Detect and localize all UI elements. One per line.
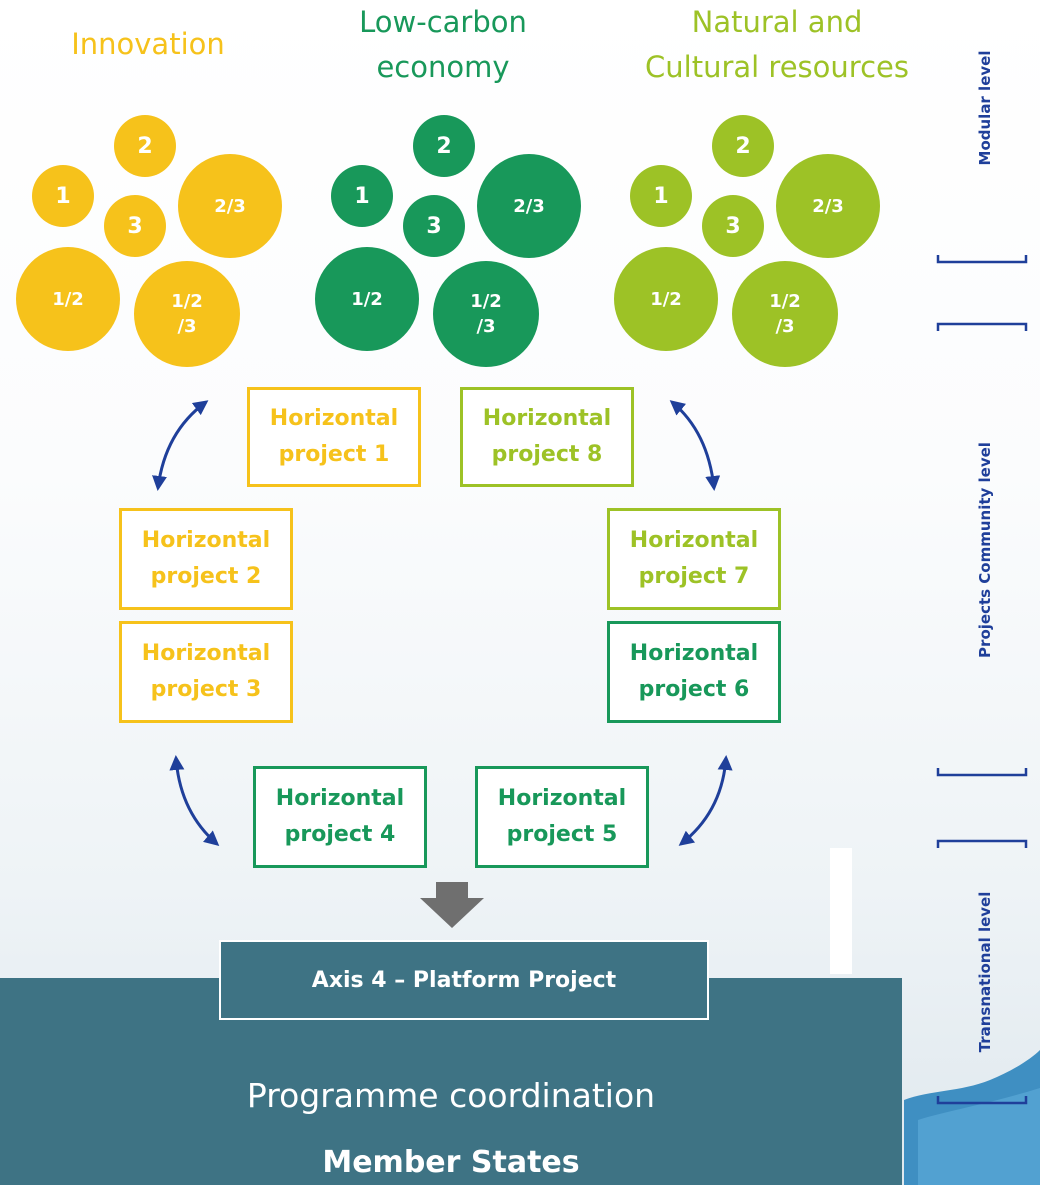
natural-circle-2-3: 2/3 [776,154,880,258]
horizontal-project-3: Horizontal project 3 [119,621,293,723]
decorative-blue-patch-light [918,1088,1040,1185]
innovation-circle-3: 3 [104,195,166,257]
horizontal-project-7: Horizontal project 7 [607,508,781,610]
natural-circle-1-2: 1/2 [614,247,718,351]
double-arrow-bottom-left [169,755,220,846]
double-arrow-bottom-right [678,755,733,846]
theme-title-low-carbon: Low-carbon economy [359,5,527,84]
double-arrow-top-left [152,400,209,491]
member-states: Member States [322,1145,580,1180]
innovation-circle-1-2: 1/2 [16,247,120,351]
axis-4-platform-label: Axis 4 – Platform Project [311,967,617,993]
natural-circle-2: 2 [712,115,774,177]
bracket-modular-bottom [936,255,1028,264]
double-arrow-top-right [669,400,721,491]
axis-4-platform-box: Axis 4 – Platform Project [219,940,709,1020]
level-label-modular: Modular level [976,50,994,166]
bracket-transnational-bottom [936,1096,1028,1105]
low-carbon-circle-2-3: 2/3 [477,154,581,258]
horizontal-project-1: Horizontal project 1 [247,387,421,487]
low-carbon-circle-1: 1 [331,165,393,227]
down-arrow-icon [420,882,484,928]
horizontal-project-2: Horizontal project 2 [119,508,293,610]
bracket-transnational-top [936,839,1028,848]
innovation-circle-2: 2 [114,115,176,177]
bracket-community-top [936,322,1028,331]
natural-circle-1-2-3: 1/2 /3 [732,261,838,367]
white-column [830,848,852,974]
low-carbon-circle-2: 2 [413,115,475,177]
programme-coordination: Programme coordination [246,1076,656,1115]
level-label-transnational: Transnational level [976,891,994,1053]
theme-title-natural: Natural and Cultural resources [645,5,909,84]
bracket-community-bottom [936,768,1028,777]
horizontal-project-4: Horizontal project 4 [253,766,427,868]
innovation-circle-1-2-3: 1/2 /3 [134,261,240,367]
horizontal-project-6: Horizontal project 6 [607,621,781,723]
horizontal-project-5: Horizontal project 5 [475,766,649,868]
level-label-community: Projects Community level [976,442,994,658]
low-carbon-circle-3: 3 [403,195,465,257]
innovation-circle-2-3: 2/3 [178,154,282,258]
natural-circle-3: 3 [702,195,764,257]
theme-title-innovation: Innovation [71,27,225,61]
natural-circle-1: 1 [630,165,692,227]
innovation-circle-1: 1 [32,165,94,227]
horizontal-project-8: Horizontal project 8 [460,387,634,487]
low-carbon-circle-1-2-3: 1/2 /3 [433,261,539,367]
low-carbon-circle-1-2: 1/2 [315,247,419,351]
